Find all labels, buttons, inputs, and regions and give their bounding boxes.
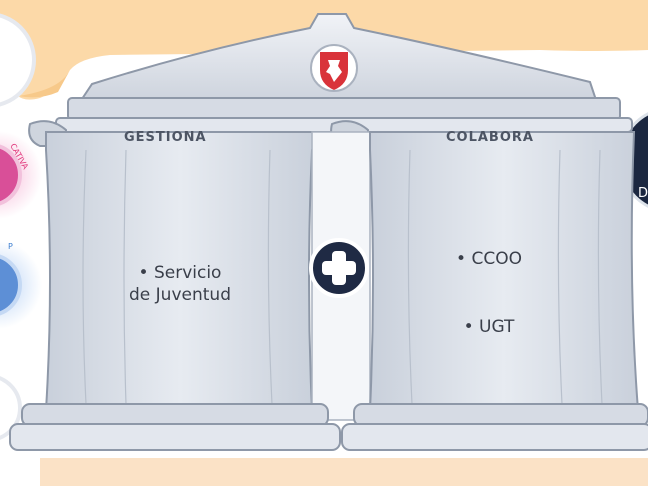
right-item-ccoo: • CCOO — [456, 249, 522, 269]
plus-icon — [309, 238, 369, 298]
left-base — [21, 403, 329, 427]
right-base — [353, 403, 648, 427]
white-circle-bottom-left — [0, 376, 22, 440]
orange-ground — [40, 458, 648, 486]
right-item-ugt: • UGT — [463, 317, 515, 337]
orange-banner-tail — [18, 70, 70, 98]
column-heading-colabora: COLABORA — [446, 130, 534, 145]
zaragoza-lion-crest-icon — [310, 44, 358, 92]
right-circle-letter: D — [638, 186, 648, 201]
blue-circle-label: P — [8, 242, 13, 251]
blue-circle — [0, 254, 22, 316]
pink-circle — [0, 144, 22, 206]
temple-frieze — [67, 97, 621, 121]
left-item-line-1: • Servicio — [138, 263, 222, 283]
column-heading-gestiona: GESTIONA — [124, 130, 207, 145]
white-circle-top-left — [0, 13, 36, 107]
left-item-line-2: de Juventud — [129, 285, 231, 305]
